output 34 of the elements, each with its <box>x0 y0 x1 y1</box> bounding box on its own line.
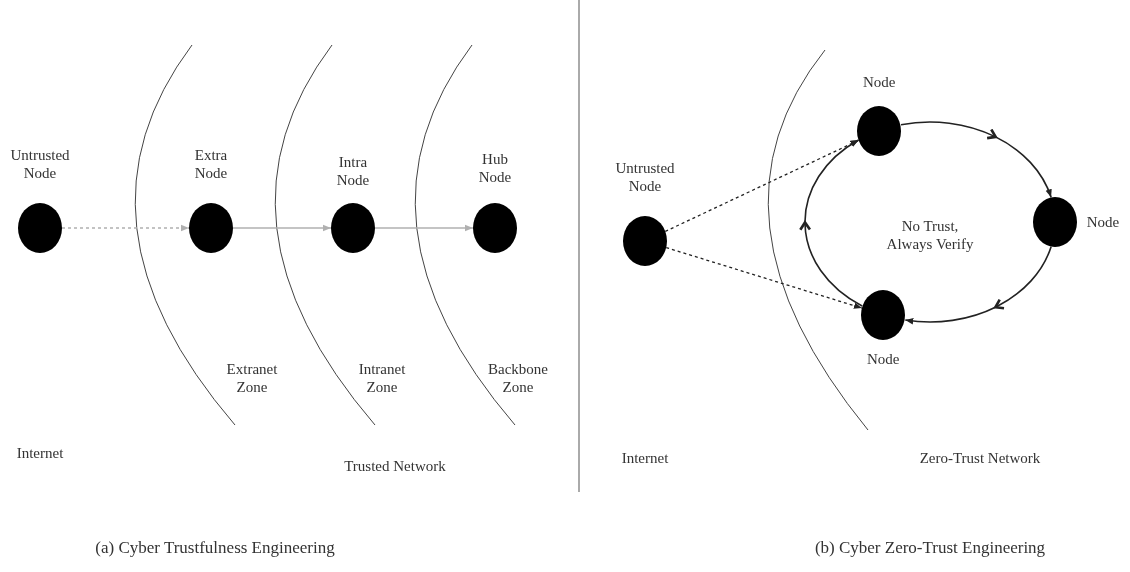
region-label: Trusted Network <box>344 457 446 475</box>
node-circle <box>1033 197 1077 247</box>
arrow <box>900 121 1052 199</box>
node-circle <box>331 203 375 253</box>
arrow <box>665 246 863 309</box>
arrow <box>374 224 474 232</box>
node-circle <box>857 105 902 156</box>
arrow <box>904 245 1052 325</box>
node-label: Hub Node <box>478 150 512 186</box>
node-circle <box>623 216 667 266</box>
zone-label: Intranet Zone <box>357 360 407 396</box>
region-label: Zero-Trust Network <box>919 449 1041 467</box>
node-circle <box>18 203 62 253</box>
node-label: Node <box>862 72 896 91</box>
arrow <box>232 224 332 232</box>
node-label: Extra Node <box>194 146 228 182</box>
node-label: Node <box>1086 213 1120 231</box>
region-label: Internet <box>16 444 64 462</box>
node-label: Node <box>866 349 900 368</box>
node-label: Untrusted Node <box>10 146 70 182</box>
zone-label: Backbone Zone <box>487 360 549 396</box>
node-label: Untrusted Node <box>615 159 675 195</box>
node-label: Intra Node <box>336 153 370 189</box>
caption: (b) Cyber Zero-Trust Engineering <box>814 539 1046 557</box>
node-circle <box>189 203 233 253</box>
node-circle <box>861 289 906 340</box>
arrow <box>61 224 190 232</box>
center-label: No Trust, Always Verify <box>885 217 975 253</box>
zone-label: Extranet Zone <box>225 360 279 396</box>
node-circle <box>473 203 517 253</box>
arrow <box>664 139 860 233</box>
region-label: Internet <box>621 449 669 467</box>
arrow <box>799 139 863 307</box>
caption: (a) Cyber Trustfulness Engineering <box>95 539 335 557</box>
